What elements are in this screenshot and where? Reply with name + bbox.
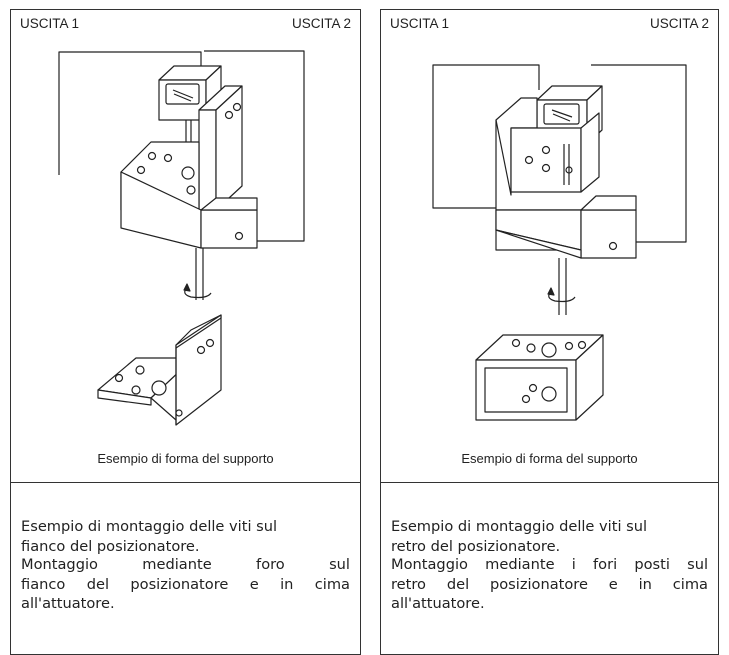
bracket-caption: Esempio di forma del supporto [97,451,274,466]
wiring-lines [432,64,687,243]
side-mount-illustration [58,50,305,426]
bracket-upright [198,85,243,211]
left-figure-panel: USCITA 1 USCITA 2 [10,9,361,483]
right-figure-panel: USCITA 1 USCITA 2 [380,9,719,483]
actuator-block [120,141,258,249]
bracket-example [97,314,222,426]
output-2-label: USCITA 2 [291,16,351,31]
output-2-label: USCITA 2 [649,16,709,31]
screw-mounting-description: Esempio di montaggio delle viti sul fian… [21,518,278,555]
bracket-frame [495,97,600,210]
actuator-block [495,195,637,259]
bracket-example [475,334,604,421]
left-description-panel: Esempio di montaggio delle viti sul fian… [10,483,361,655]
hole-mounting-description: Montaggio mediante i fori posti sul retr… [391,556,708,612]
bracket-caption: Esempio di forma del supporto [461,451,638,466]
output-1-label: USCITA 1 [390,16,450,31]
hole-mounting-description: Montaggio mediante foro sul fianco del p… [21,556,350,612]
rear-mount-illustration [432,64,687,421]
output-1-label: USCITA 1 [20,16,80,31]
right-description-panel: Esempio di montaggio delle viti sul retr… [380,483,719,655]
screw-mounting-description: Esempio di montaggio delle viti sul retr… [391,518,648,555]
